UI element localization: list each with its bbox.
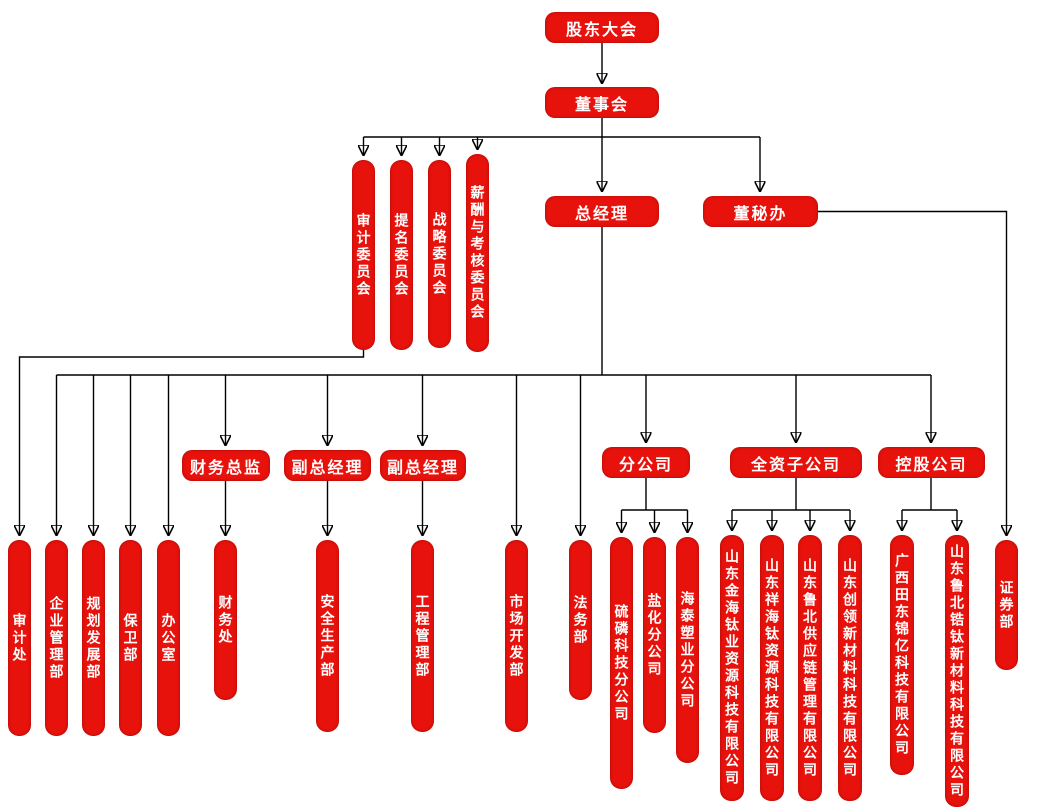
- node-jinhai-titanium-company: 山东金海钛业资源科技有限公司: [720, 535, 744, 801]
- node-nomination-committee: 提名委员会: [390, 160, 413, 350]
- node-branch-companies: 分公司: [602, 447, 690, 478]
- node-safety-production-dept: 安全生产部: [316, 540, 339, 732]
- node-guangxi-jinyi-company: 广西田东锦亿科技有限公司: [890, 535, 914, 775]
- node-legal-dept: 法务部: [569, 540, 592, 700]
- node-xianghai-titanium-company: 山东祥海钛资源科技有限公司: [760, 535, 784, 801]
- node-securities-dept: 证券部: [995, 540, 1018, 670]
- node-haitai-plastics-branch: 海泰塑业分公司: [676, 537, 699, 763]
- node-strategy-committee: 战略委员会: [428, 160, 451, 348]
- node-finance-office: 财务处: [214, 540, 237, 700]
- node-cfo: 财务总监: [182, 450, 270, 481]
- node-office: 办公室: [157, 540, 180, 736]
- node-security-dept: 保卫部: [119, 540, 142, 736]
- node-engineering-management-dept: 工程管理部: [411, 540, 434, 732]
- node-lubei-supply-chain-company: 山东鲁北供应链管理有限公司: [798, 535, 822, 801]
- node-general-manager: 总经理: [545, 196, 659, 227]
- node-deputy-general-manager-2: 副总经理: [380, 450, 466, 481]
- node-audit-office: 审计处: [8, 540, 31, 736]
- node-lubei-zirconium-company: 山东鲁北锆钛新材料科技有限公司: [945, 535, 969, 807]
- node-salt-chemical-branch: 盐化分公司: [643, 537, 666, 733]
- node-board-secretary-office: 董秘办: [703, 196, 818, 227]
- node-board-of-directors: 董事会: [545, 87, 659, 118]
- node-chuangling-materials-company: 山东创领新材料科技有限公司: [838, 535, 862, 801]
- node-sulfur-phosphorus-tech-branch: 硫磷科技分公司: [610, 537, 633, 789]
- node-wholly-owned-subsidiaries: 全资子公司: [730, 447, 862, 478]
- node-shareholders-meeting: 股东大会: [545, 12, 659, 43]
- node-enterprise-management-dept: 企业管理部: [45, 540, 68, 736]
- node-audit-committee: 审计委员会: [352, 160, 375, 350]
- node-holding-companies: 控股公司: [878, 447, 985, 478]
- node-deputy-general-manager-1: 副总经理: [284, 450, 371, 481]
- node-planning-development-dept: 规划发展部: [82, 540, 105, 736]
- node-market-development-dept: 市场开发部: [505, 540, 528, 732]
- node-compensation-assessment-committee: 薪酬与考核委员会: [466, 154, 489, 352]
